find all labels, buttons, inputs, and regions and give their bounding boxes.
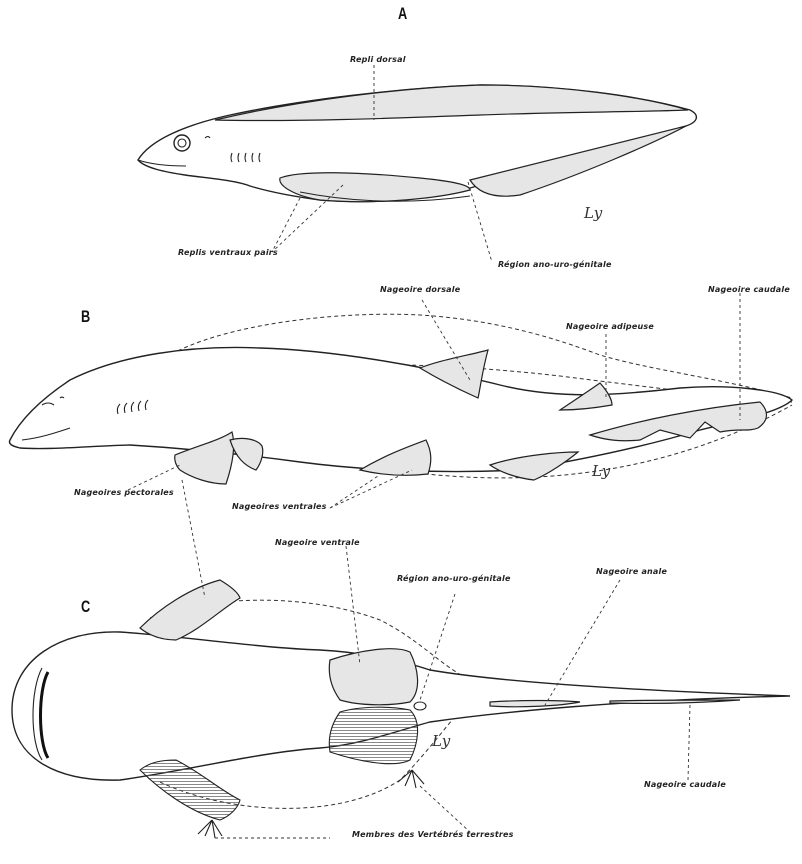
- label-c-genital: Région ano-uro-génitale: [397, 574, 511, 583]
- leader-b-pectoral: [128, 465, 180, 490]
- signature-b: Ly: [592, 462, 610, 480]
- signature-a: Ly: [584, 204, 602, 222]
- panel-letter-c: C: [81, 597, 90, 617]
- label-b-adipose: Nageoire adipeuse: [566, 322, 654, 331]
- label-a-dorsal: Repli dorsal: [350, 55, 406, 64]
- c-caudal-fin: [610, 700, 740, 703]
- c-ventral-fin-upper: [329, 649, 417, 705]
- c-ventral-fin-lower: [329, 707, 417, 763]
- shark-lateral-drawing: [9, 293, 792, 508]
- leader-c-ventral: [346, 546, 360, 665]
- larva-drawing: [138, 65, 696, 262]
- leader-c-pectoral: [182, 480, 205, 598]
- leader-c-limbs-2: [420, 786, 470, 832]
- label-b-caudal: Nageoire caudale: [708, 285, 790, 294]
- signature-c: Ly: [432, 732, 450, 750]
- label-c-anal: Nageoire anale: [596, 567, 667, 576]
- limb-left: [198, 820, 222, 838]
- label-a-genital: Région ano-uro-génitale: [498, 260, 612, 269]
- leader-c-caudal: [688, 705, 690, 780]
- limb-right: [398, 770, 424, 788]
- label-b-ventral: Nageoires ventrales: [232, 502, 327, 511]
- label-b-pectoral: Nageoires pectorales: [74, 488, 174, 497]
- label-c-limbs: Membres des Vertébrés terrestres: [352, 830, 514, 839]
- c-pectoral-fin-lower: [140, 760, 240, 820]
- c-pectoral-fin-upper: [140, 580, 240, 640]
- label-b-dorsal: Nageoire dorsale: [380, 285, 460, 294]
- leader-a-ventral-2: [272, 198, 300, 252]
- panel-letter-b: B: [81, 307, 90, 327]
- panel-letter-a: A: [398, 4, 407, 24]
- leader-b-ventral-1: [330, 476, 378, 508]
- label-a-ventral: Replis ventraux pairs: [178, 248, 278, 257]
- label-c-caudal: Nageoire caudale: [644, 780, 726, 789]
- larva-eye: [174, 135, 190, 151]
- label-c-ventral: Nageoire ventrale: [275, 538, 360, 547]
